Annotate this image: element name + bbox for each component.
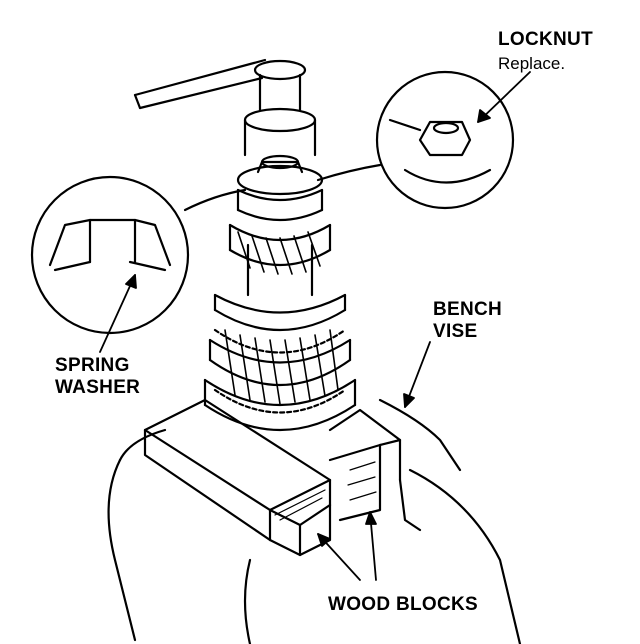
bench-label: BENCH <box>433 299 503 320</box>
spring-washer-detail <box>30 175 247 335</box>
locknut-label: LOCKNUT <box>498 29 593 50</box>
wood-block-right <box>328 408 402 522</box>
wood-blocks-label: WOOD BLOCKS <box>328 594 479 615</box>
wrench-handle <box>133 58 267 110</box>
washer-label: WASHER <box>55 377 141 398</box>
locknut-detail <box>316 70 515 210</box>
bench-vise <box>107 398 522 644</box>
vise-label: VISE <box>433 321 478 342</box>
wood-block-left <box>143 398 332 557</box>
spring-label: SPRING <box>55 355 130 376</box>
locknut-note: Replace. <box>498 54 566 73</box>
leader-arrows <box>99 71 531 581</box>
gear-stack <box>203 59 357 432</box>
